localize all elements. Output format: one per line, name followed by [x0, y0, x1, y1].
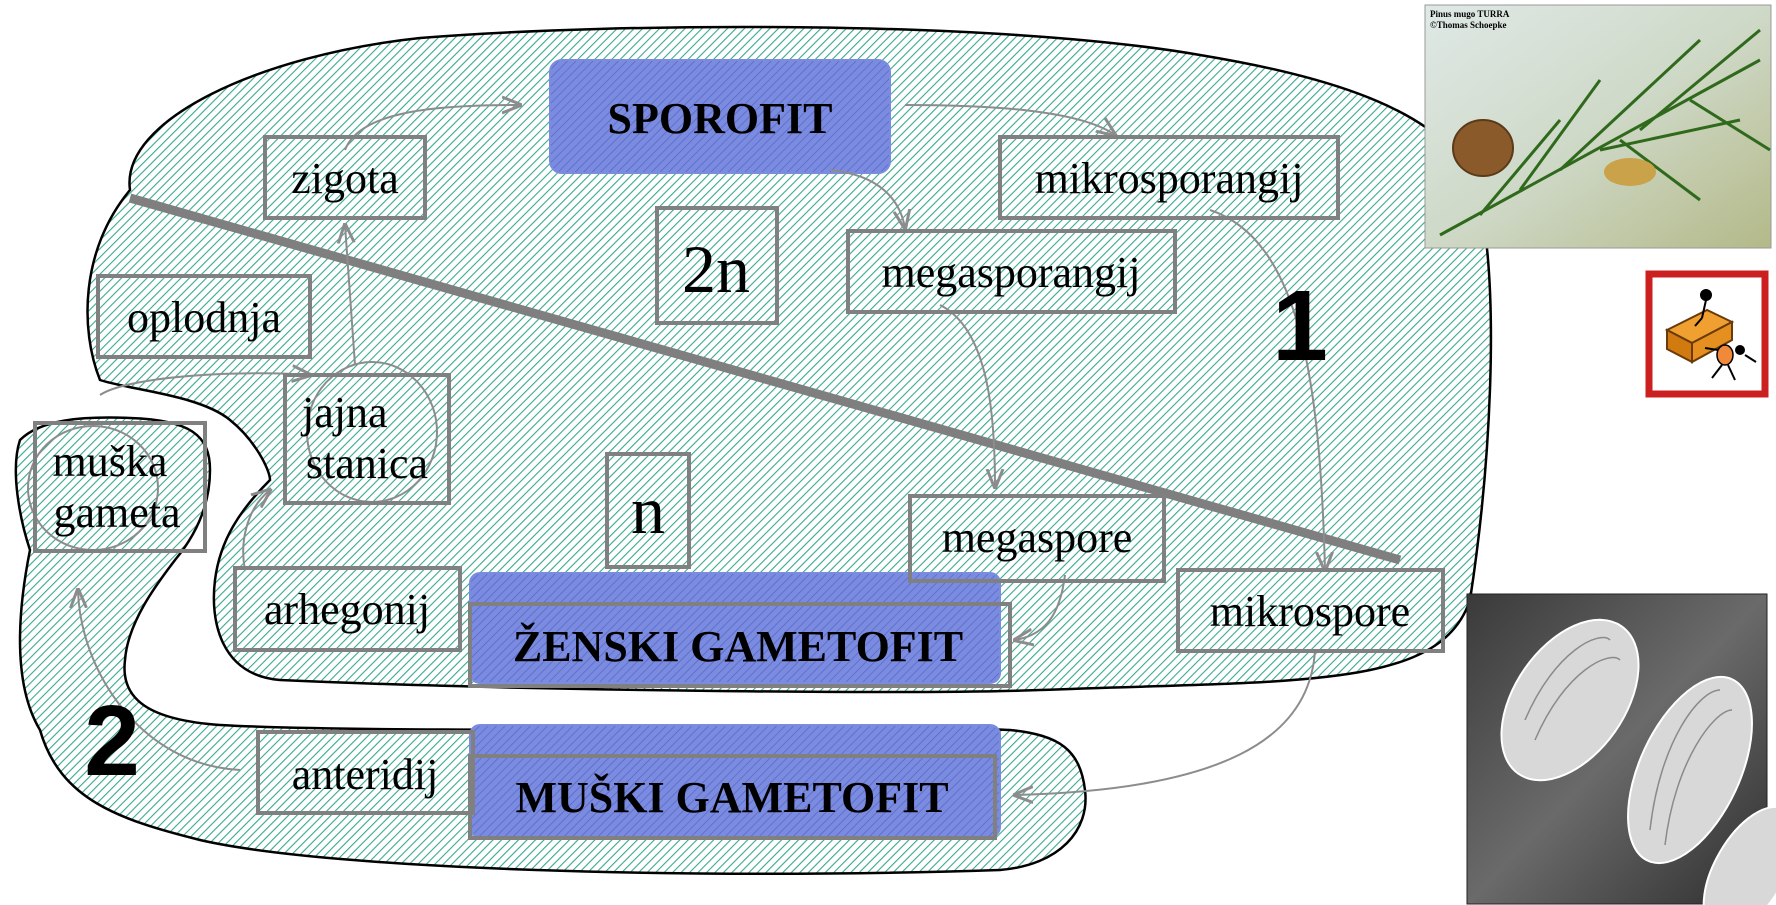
two-n-box — [655, 206, 779, 325]
pine-photo: Pinus mugo TURRA ©Thomas Schoepke — [1424, 4, 1772, 249]
oplodnja-label: oplodnja — [127, 293, 281, 342]
pollen-micrograph — [1466, 593, 1776, 905]
arrow-sporofit-mikrosporangij — [904, 104, 1115, 135]
zenski-gametofit-label: ŽENSKI GAMETOFIT — [513, 622, 963, 671]
photo-caption-line1: Pinus mugo TURRA — [1430, 9, 1510, 19]
anteridij-label: anteridij — [292, 750, 439, 799]
muska-line1: muška — [53, 437, 168, 486]
megasporangij-label: megasporangij — [881, 248, 1140, 297]
arrow-jajna-zigota — [345, 225, 356, 366]
sporofit-label: SPOROFIT — [608, 94, 833, 143]
photo-caption-line2: ©Thomas Schoepke — [1430, 20, 1507, 30]
jajna-line2: stanica — [306, 439, 428, 488]
arrow-megaspore-zenski — [1015, 574, 1066, 640]
megaspore-label: megaspore — [942, 513, 1133, 562]
megasporangij-box — [846, 229, 1177, 314]
stage-number-1: 1 — [1272, 270, 1328, 382]
sporofit-fill — [549, 59, 891, 174]
mikrospore-label: mikrospore — [1210, 587, 1410, 636]
home-button[interactable] — [1645, 270, 1769, 398]
arrow-sporofit-megasporangij — [829, 169, 905, 228]
muski-gametofit-box — [468, 754, 997, 840]
ploidy-divider-line — [128, 193, 1402, 565]
n-box — [605, 452, 691, 569]
desk-figure-icon — [1664, 289, 1757, 381]
stage-number-2: 2 — [84, 685, 140, 797]
arrow-mikrosporangij-mikrospore — [1209, 209, 1325, 570]
muska-line2: gameta — [53, 488, 180, 537]
zigota-box — [263, 135, 427, 220]
arhegonij-box — [233, 566, 462, 652]
two-n-label: 2n — [682, 231, 750, 307]
arrow-mikrospore-muski — [1015, 649, 1316, 795]
sporophyte-region — [86, 25, 1493, 694]
megaspore-box — [908, 494, 1166, 583]
mikrosporangij-label: mikrosporangij — [1035, 154, 1304, 203]
arrow-megasporangij-megaspore — [939, 304, 995, 487]
n-label: n — [631, 472, 665, 548]
arhegonij-label: arhegonij — [264, 585, 430, 634]
oplodnja-box — [96, 274, 312, 359]
arrow-anteridij-muska — [78, 590, 241, 771]
muska-gameta-box — [33, 421, 207, 553]
zenski-gametofit-box — [468, 602, 1012, 688]
mikrosporangij-box — [998, 135, 1340, 220]
zigota-label: zigota — [291, 154, 399, 203]
jajna-line1: jajna — [300, 388, 388, 437]
muski-gametofit-label: MUŠKI GAMETOFIT — [515, 772, 948, 822]
mikrospore-box — [1176, 568, 1445, 653]
jajna-stanica-box — [283, 373, 451, 505]
anteridij-box — [256, 730, 475, 815]
arrow-arhegonij-jajna — [242, 490, 270, 571]
